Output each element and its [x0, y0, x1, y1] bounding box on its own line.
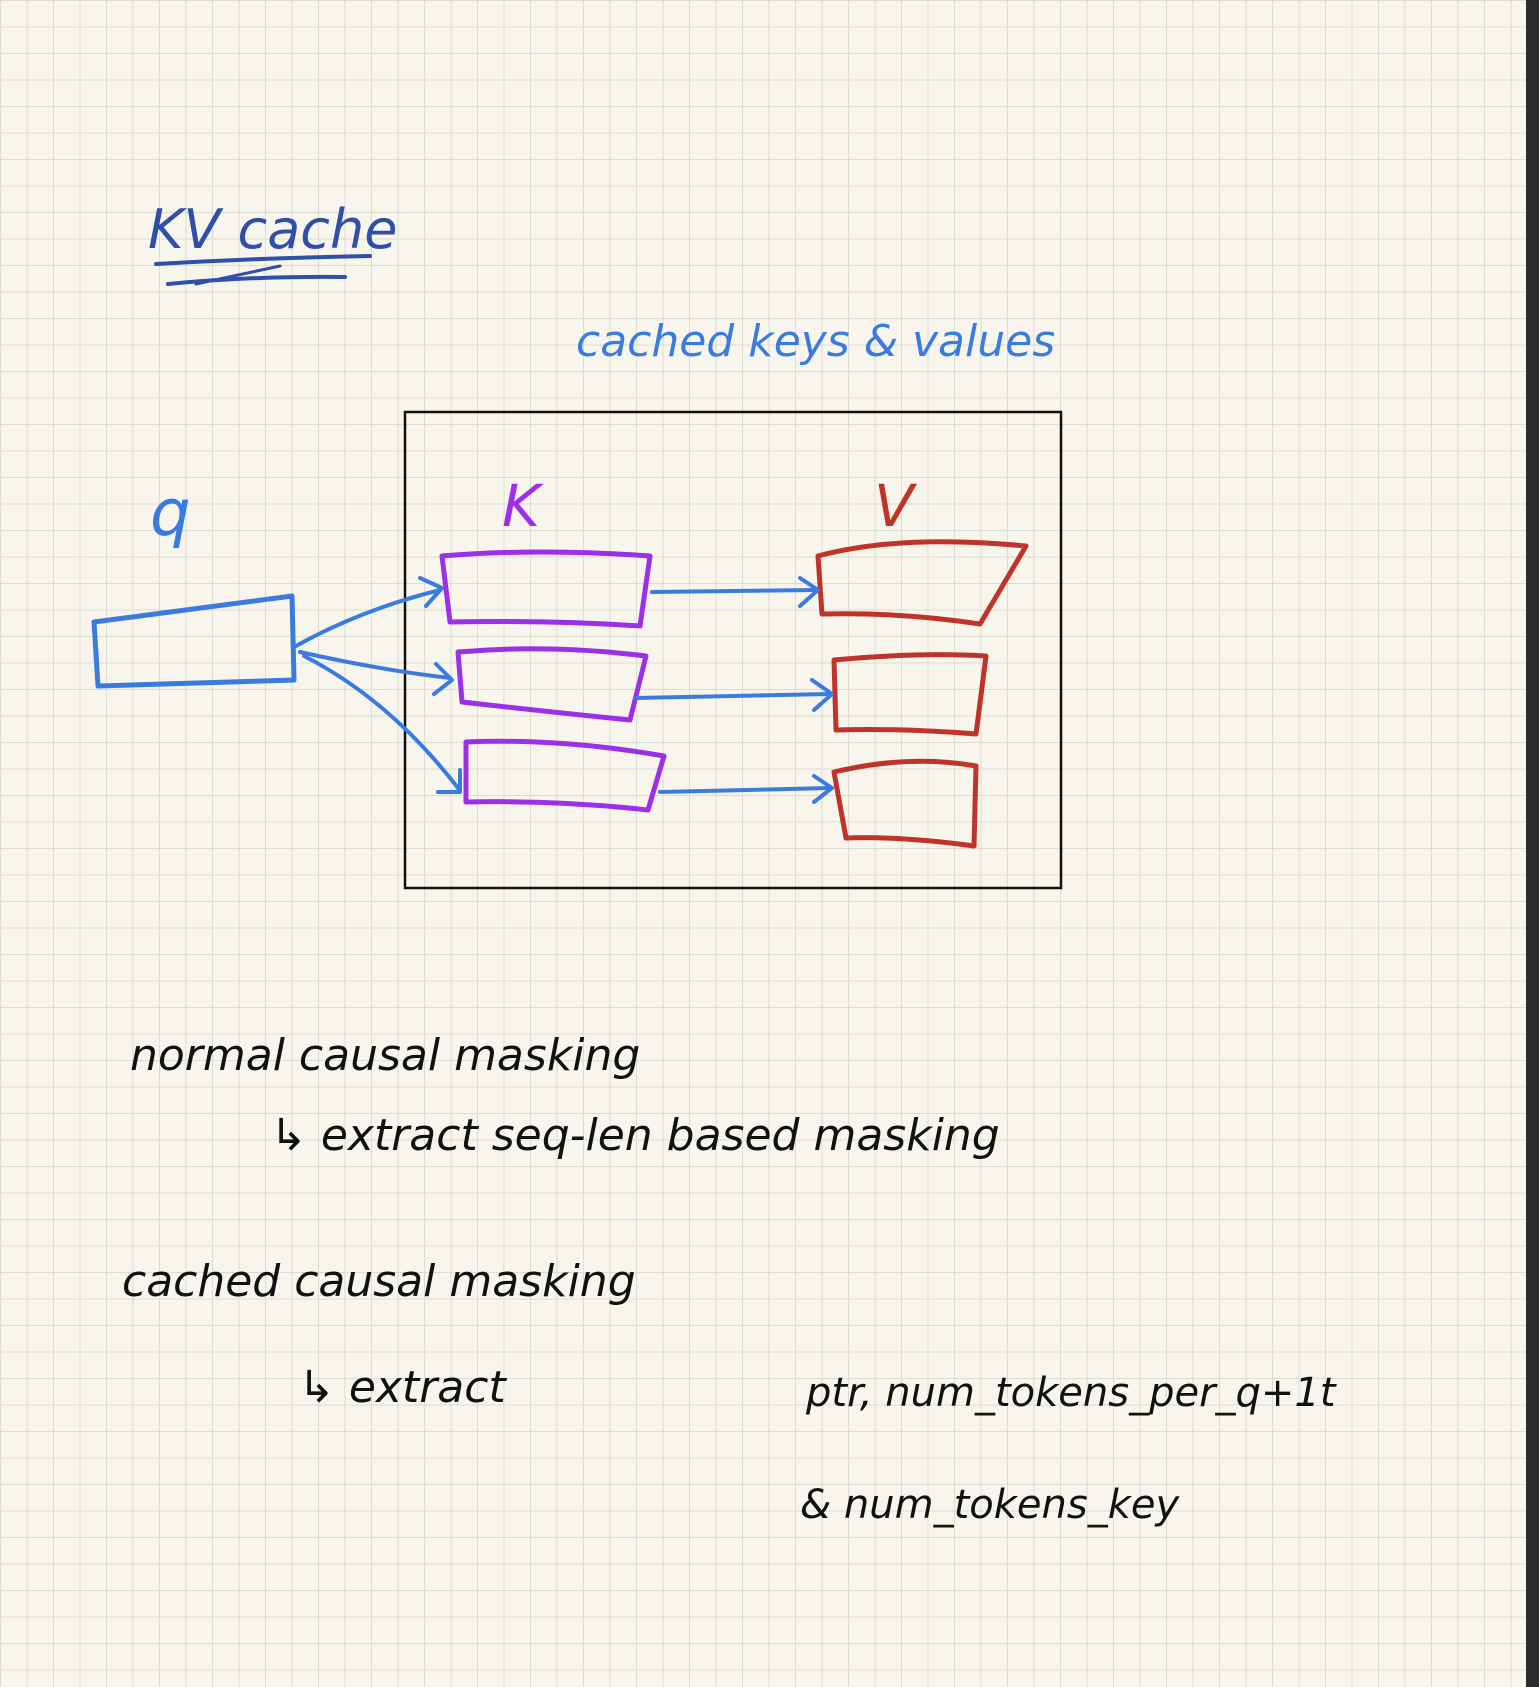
arrow-q-k2: [298, 650, 452, 680]
title-underline-2: [166, 274, 347, 286]
value-box-1: [815, 539, 1029, 627]
cache-box: [403, 410, 1063, 890]
note-normal-causal-masking: normal causal masking: [130, 1030, 640, 1081]
key-box-1: [439, 549, 653, 629]
arrowhead-k2-v2: [810, 678, 834, 712]
window-edge: [1526, 0, 1539, 1687]
cache-label: cached keys & values: [576, 316, 1055, 367]
arrow-q-k1: [294, 588, 442, 648]
value-box-2: [831, 652, 989, 737]
title: KV cache: [148, 198, 397, 261]
query-box: [91, 593, 297, 689]
note-cached-causal-masking: cached causal masking: [122, 1256, 636, 1307]
arrow-k1-v1: [650, 588, 818, 594]
note-ptr-tokens: ptr, num_tokens_per_q+1t: [805, 1370, 1337, 1416]
arrowhead-q-k3: [436, 768, 462, 794]
arrowhead-q-k2: [432, 662, 454, 696]
arrowhead-k1-v1: [798, 576, 820, 608]
value-box-3: [831, 758, 979, 849]
note-num-tokens-key: & num_tokens_key: [800, 1482, 1180, 1528]
note-extract-seq-len: ↳ extract seq-len based masking: [270, 1110, 1000, 1161]
key-box-2: [455, 646, 649, 723]
arrow-q-k3: [302, 654, 460, 790]
note-extract: ↳ extract: [298, 1362, 507, 1413]
title-underline: [154, 254, 372, 266]
arrowhead-q-k1: [418, 576, 444, 608]
arrow-k3-v3: [658, 786, 832, 794]
title-underline-slash: [194, 264, 282, 286]
key-box-3: [463, 738, 667, 813]
arrowhead-k3-v3: [812, 774, 834, 804]
arrow-k2-v2: [634, 692, 832, 700]
values-label: V: [874, 472, 918, 540]
keys-label: K: [502, 472, 544, 540]
query-label: q: [150, 477, 191, 551]
